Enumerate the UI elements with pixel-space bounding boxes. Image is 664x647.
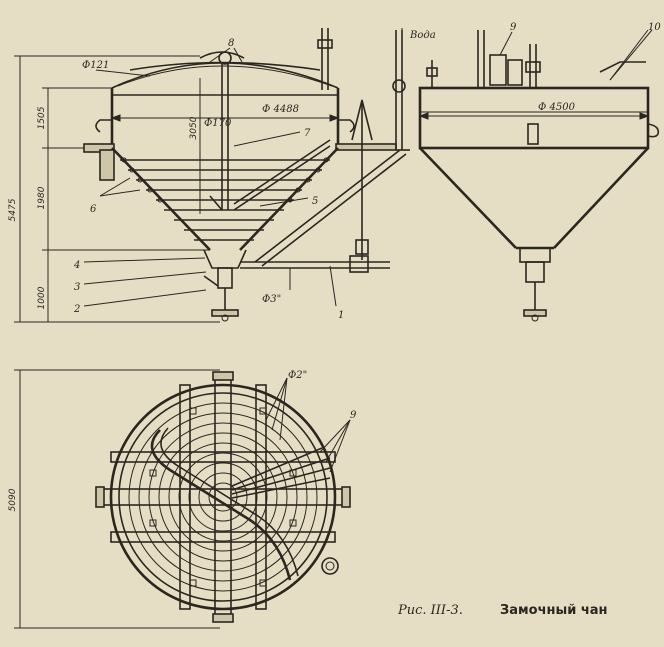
plan-dimension-line [14,369,220,629]
callout-8: 8 [228,38,234,49]
dim-upper-section: 1505 [37,106,47,129]
figure-caption: Рис. III-3. Замочный чан [397,603,608,618]
dim-pipe-2in: Ф2" [288,370,307,381]
plan-view [95,371,351,623]
leader-lines [83,28,653,473]
caption-title: Замочный чан [500,603,608,618]
callout-7: 7 [304,128,311,139]
caption-prefix: Рис. III-3. [397,603,463,618]
side-exterior-view [418,29,660,322]
dim-middle-section: 1980 [37,186,47,209]
callout-10: 10 [648,22,661,33]
dim-dia-121: Ф121 [82,60,109,71]
callout-9-top: 9 [510,22,517,33]
dim-total-height: 5475 [8,198,18,221]
callout-1: 1 [338,310,344,321]
dim-dia-4488: Ф 4488 [262,104,299,115]
callout-4: 4 [73,260,80,271]
dim-inner-height: 3050 [189,116,199,139]
callout-6: 6 [90,204,97,215]
callout-3: 3 [74,282,80,293]
dim-dia-4500: Ф 4500 [538,102,576,113]
front-section-view [83,28,410,322]
dim-lower-section: 1000 [37,286,47,309]
water-label: Вода [409,30,436,41]
callout-labels: 1 2 3 4 5 6 7 8 9 10 9 [73,22,661,421]
callout-9-plan: 9 [350,410,357,421]
vertical-dimension-lines [14,55,340,323]
dim-pipe-3in: Ф3" [262,294,281,305]
dim-dia-170: Ф170 [204,118,232,129]
callout-5: 5 [312,196,318,207]
dim-plan-diameter: 5090 [8,488,18,511]
dimension-labels: 5475 1505 1980 1000 3050 5090 Ф121 Ф170 … [8,30,576,511]
callout-2: 2 [73,304,80,315]
